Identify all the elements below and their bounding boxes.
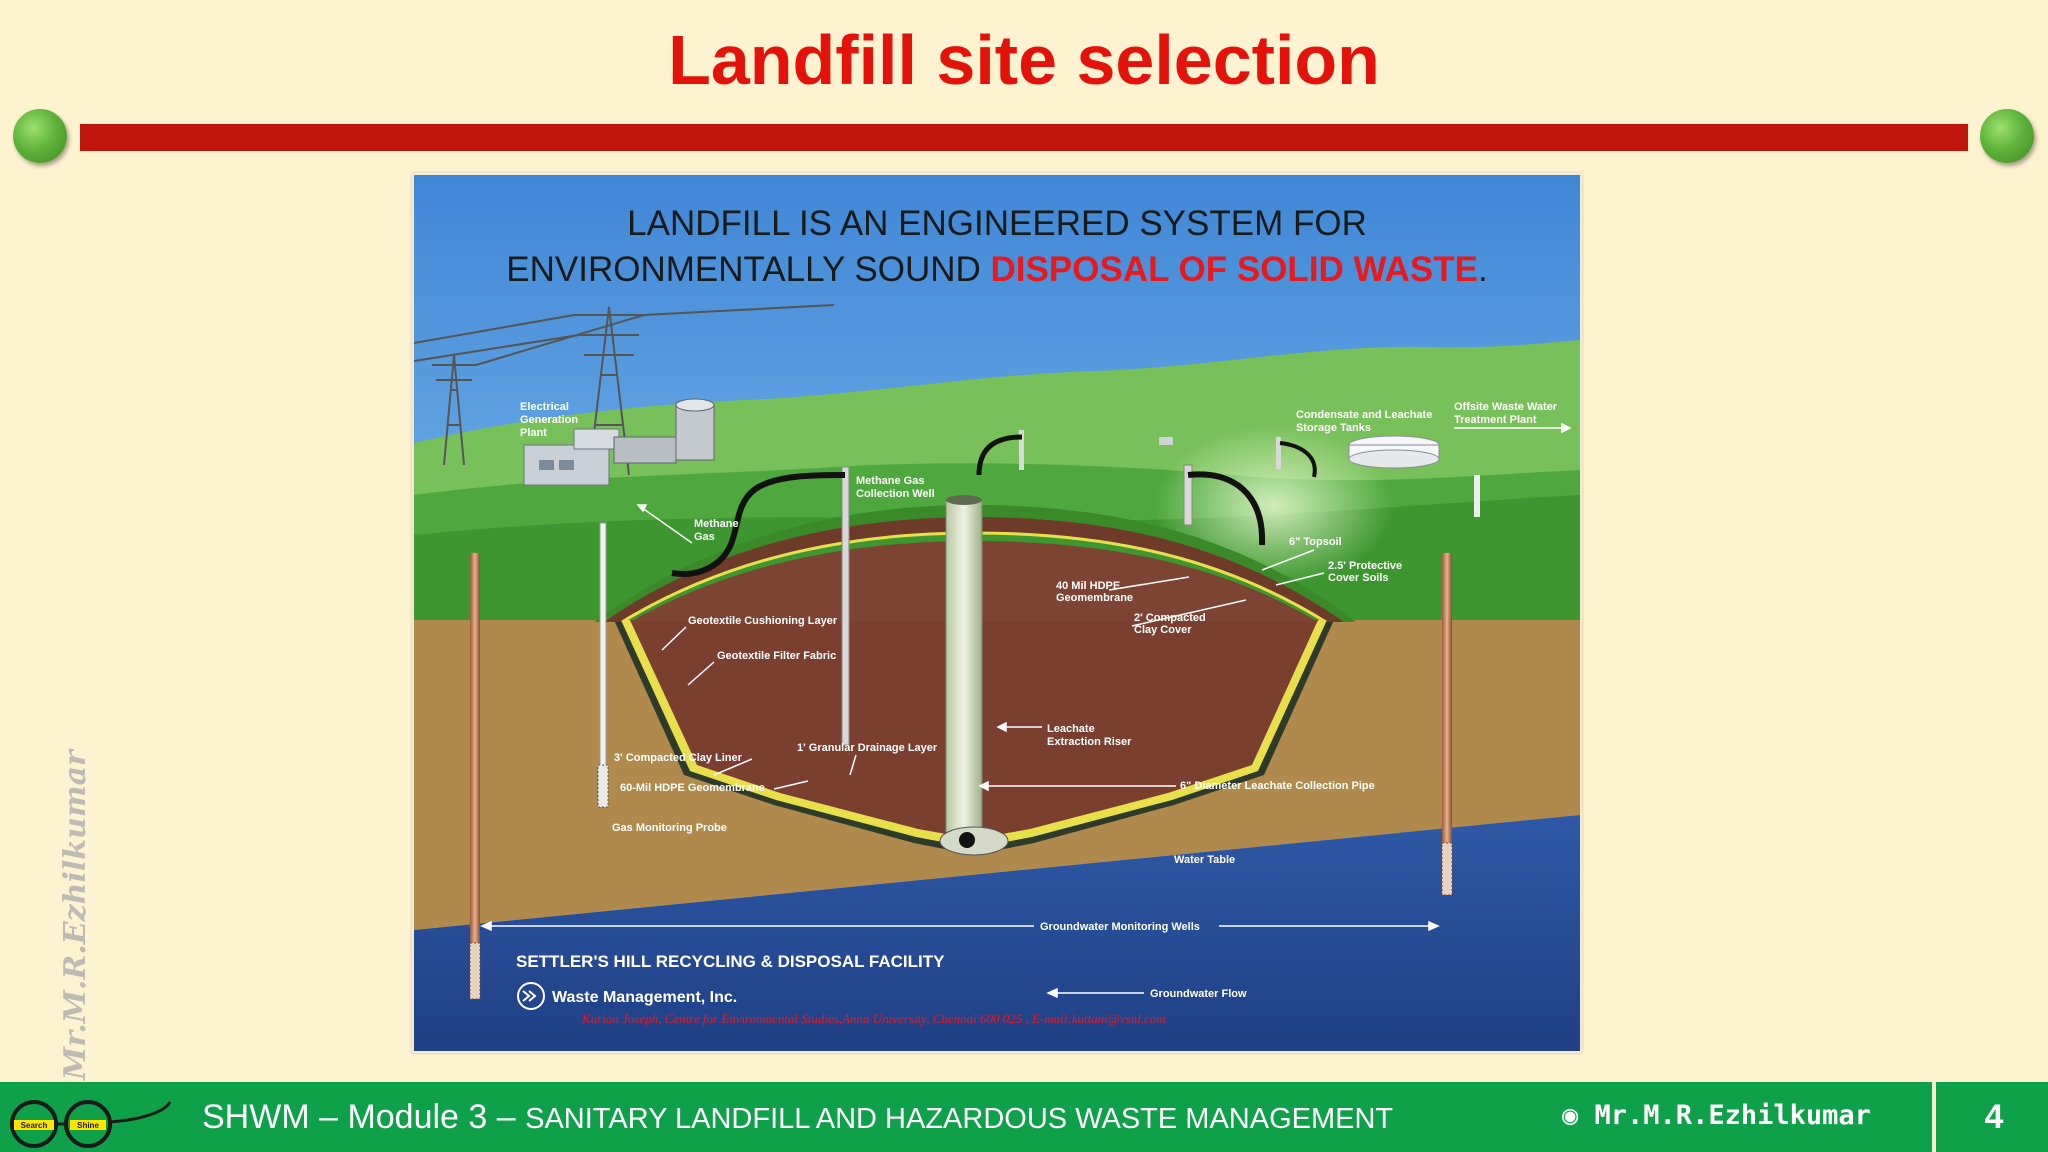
label-protective-1: 2.5' Protective: [1328, 560, 1402, 572]
upper-labels: Electrical Generation Plant Methane Gas …: [520, 401, 1558, 1000]
plant-tank: [675, 404, 715, 461]
methane-pipe: [671, 472, 846, 577]
power-transmission-towers: [414, 304, 835, 476]
title-underline-bar: [80, 124, 1968, 151]
label-topsoil: 6" Topsoil: [1289, 536, 1342, 548]
footer-divider: [1932, 1082, 1936, 1152]
label-groundwater-flow: Groundwater Flow: [1150, 988, 1247, 1000]
course-subject: SANITARY LANDFILL AND HAZARDOUS WASTE MA…: [525, 1103, 1394, 1135]
gas-pipe-far: [1279, 441, 1317, 478]
course-module: SHWM – Module 3 –: [202, 1098, 526, 1136]
leachate-extraction-riser: [945, 499, 983, 846]
plant-tank-top: [675, 398, 715, 412]
company-name: Waste Management, Inc.: [552, 989, 737, 1006]
label-granular: 1' Granular Drainage Layer: [797, 742, 938, 754]
search-shine-logo: Search Shine: [10, 1100, 172, 1148]
plant-engine: [613, 436, 677, 464]
right-green-bullet: [1980, 109, 2034, 163]
label-hdpe60: 60-Mil HDPE Geomembrane: [620, 782, 765, 794]
facility-name: SETTLER'S HILL RECYCLING & DISPOSAL FACI…: [516, 952, 945, 971]
label-water-table: Water Table: [1174, 854, 1235, 866]
plant-annex: [573, 428, 620, 450]
methane-gas-collection-well: [841, 466, 850, 746]
logo-text-left: Search: [21, 1121, 48, 1130]
footer-author: ◉ Mr.M.R.Ezhilkumar: [1562, 1096, 1871, 1136]
well-screen-right: [1441, 842, 1453, 896]
label-protective-2: Cover Soils: [1328, 572, 1389, 584]
footer-bar: Search Shine SHWM – Module 3 – SANITARY …: [0, 1082, 2048, 1152]
label-geotextile-cushion: Geotextile Cushioning Layer: [688, 615, 838, 627]
author-name: Mr.M.R.Ezhilkumar: [1594, 1100, 1871, 1131]
label-gas-probe: Gas Monitoring Probe: [612, 822, 727, 834]
tank-base: [1348, 449, 1440, 469]
well-screen-left: [469, 942, 481, 1000]
groundwater-monitoring-well-right: [1442, 553, 1452, 843]
groundwater-monitoring-well-left: [470, 553, 480, 943]
label-methane-gas-1: Methane: [694, 518, 739, 530]
cap-topsoil: [594, 505, 1356, 622]
logo-text-right: Shine: [77, 1121, 99, 1130]
label-hdpe40-2: Geomembrane: [1056, 592, 1133, 604]
label-electrical-3: Plant: [520, 427, 547, 439]
left-green-bullet: [13, 109, 67, 163]
waste-management-logo-icon: [517, 982, 545, 1010]
pipe-opening: [959, 832, 975, 848]
label-methane-gas-2: Gas: [694, 531, 715, 543]
riser-cap: [946, 495, 982, 505]
gas-pipe-top: [976, 434, 1023, 476]
landfill-diagram: LANDFILL IS AN ENGINEERED SYSTEM FOR ENV…: [412, 173, 1582, 1053]
plant-window-2: [559, 460, 574, 470]
label-electrical-1: Electrical: [520, 401, 569, 413]
label-leachate-riser-1: Leachate: [1047, 723, 1095, 735]
gas-well-far: [1276, 437, 1281, 469]
gas-well-top: [1019, 430, 1024, 470]
label-monitoring-wells: Groundwater Monitoring Wells: [1040, 921, 1200, 933]
gas-well-right: [1183, 464, 1193, 526]
leader-lines: [480, 422, 1572, 999]
label-clay-liner: 3' Compacted Clay Liner: [614, 752, 743, 764]
label-clay-cover-2: Clay Cover: [1134, 624, 1192, 636]
logo-label-right-bg: [70, 1120, 106, 1130]
label-geotextile-filter: Geotextile Filter Fabric: [717, 650, 836, 662]
label-offsite-2: Treatment Plant: [1454, 414, 1537, 426]
image-credit: Kurian Joseph, Centre for Environmental …: [581, 1011, 1166, 1026]
slide-title: Landfill site selection: [668, 21, 1380, 99]
head-silhouette-icon: ◉: [1562, 1100, 1579, 1131]
plant-window-1: [539, 460, 554, 470]
cap-soil: [604, 517, 1344, 622]
label-electrical-2: Generation: [520, 414, 578, 426]
probe-screen: [597, 764, 609, 808]
gas-pipe-right: [1187, 471, 1266, 546]
gas-monitoring-probe: [599, 522, 607, 794]
groundwater-zone: [414, 815, 1580, 1051]
page-number: 4: [1984, 1098, 2004, 1136]
label-condensate-2: Storage Tanks: [1296, 422, 1371, 434]
logo-handle: [56, 1101, 172, 1126]
label-offsite-1: Offsite Waste Water: [1454, 401, 1558, 413]
label-condensate-1: Condensate and Leachate: [1296, 409, 1432, 421]
author-watermark: Mr.M.R.Ezhilkumar: [58, 750, 93, 1080]
logo-label-left-bg: [14, 1120, 54, 1130]
label-methane-well-2: Collection Well: [856, 488, 935, 500]
label-leachate-riser-2: Extraction Riser: [1047, 736, 1132, 748]
label-collection-pipe: 6" Diameter Leachate Collection Pipe: [1180, 780, 1375, 792]
headline-line-1: LANDFILL IS AN ENGINEERED SYSTEM FOR: [627, 204, 1367, 243]
vent: [1159, 437, 1173, 445]
headline-line-2: ENVIRONMENTALLY SOUND DISPOSAL OF SOLID …: [506, 250, 1487, 289]
label-methane-well-1: Methane Gas: [856, 475, 924, 487]
label-hdpe40-1: 40 Mil HDPE: [1056, 580, 1120, 592]
monitor-post: [1474, 475, 1480, 517]
logo-chevrons-icon: [522, 990, 537, 1002]
course-title: SHWM – Module 3 – SANITARY LANDFILL AND …: [202, 1096, 1393, 1140]
